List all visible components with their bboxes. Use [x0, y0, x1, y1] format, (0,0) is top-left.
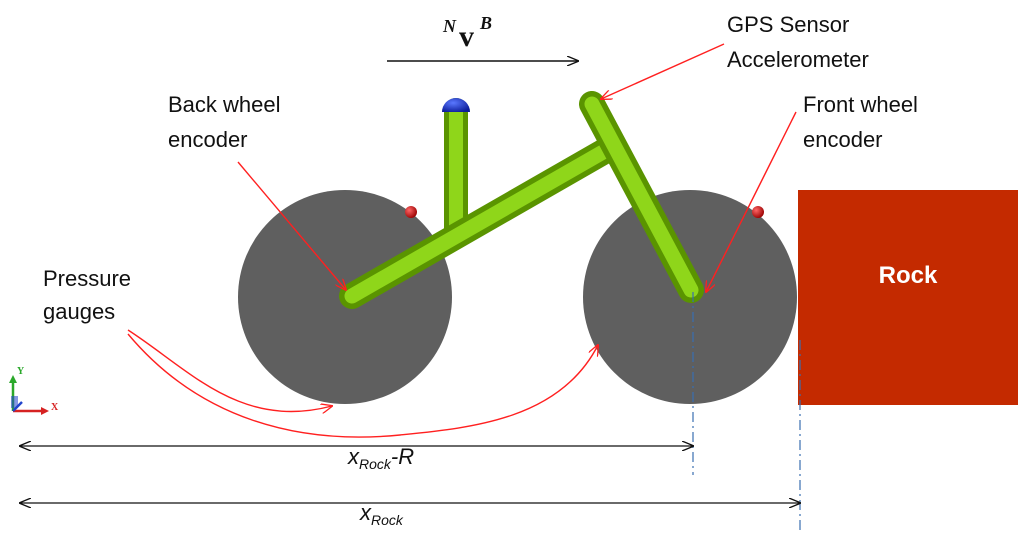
dimension-label-xrock-minus-r: xRock-R [348, 444, 414, 472]
dim-lower-x: x [360, 500, 371, 525]
dim-lower-sub: Rock [371, 512, 403, 528]
gps-arrow [601, 43, 725, 99]
rock-label: Rock [878, 262, 938, 289]
velocity-vector-symbol: v [459, 20, 474, 53]
pressure-label-line2: gauges [43, 299, 116, 324]
gps-label-line1: GPS Sensor [727, 12, 850, 37]
dim-upper-sub: Rock [359, 456, 391, 472]
velocity-frame-n: N [443, 16, 456, 36]
pressure-arrow-front [127, 333, 598, 438]
back-encoder-arrow [237, 161, 346, 290]
dim-upper-x: x [348, 444, 359, 469]
front-pressure-gauge-dot [752, 206, 764, 218]
back-encoder-label-line1: Back wheel [168, 92, 281, 117]
back-encoder-label-line2: encoder [168, 127, 248, 152]
axis-triad-icon [9, 375, 49, 415]
pressure-arrow-back [127, 329, 332, 411]
pressure-label-line1: Pressure [43, 266, 132, 291]
axis-x-label: X [51, 402, 59, 413]
front-encoder-label-line2: encoder [803, 127, 883, 152]
axis-y-label: Y [17, 366, 25, 377]
velocity-frame-b: B [480, 13, 493, 33]
seat-cap [442, 98, 470, 112]
dim-upper-suffix: -R [390, 444, 415, 469]
front-encoder-arrow [706, 111, 797, 292]
front-encoder-label-line1: Front wheel [803, 92, 918, 117]
back-pressure-gauge-dot [405, 206, 417, 218]
dimension-label-xrock: xRock [360, 500, 403, 528]
gps-label-line2: Accelerometer [727, 47, 869, 72]
rock-block [798, 190, 1018, 405]
